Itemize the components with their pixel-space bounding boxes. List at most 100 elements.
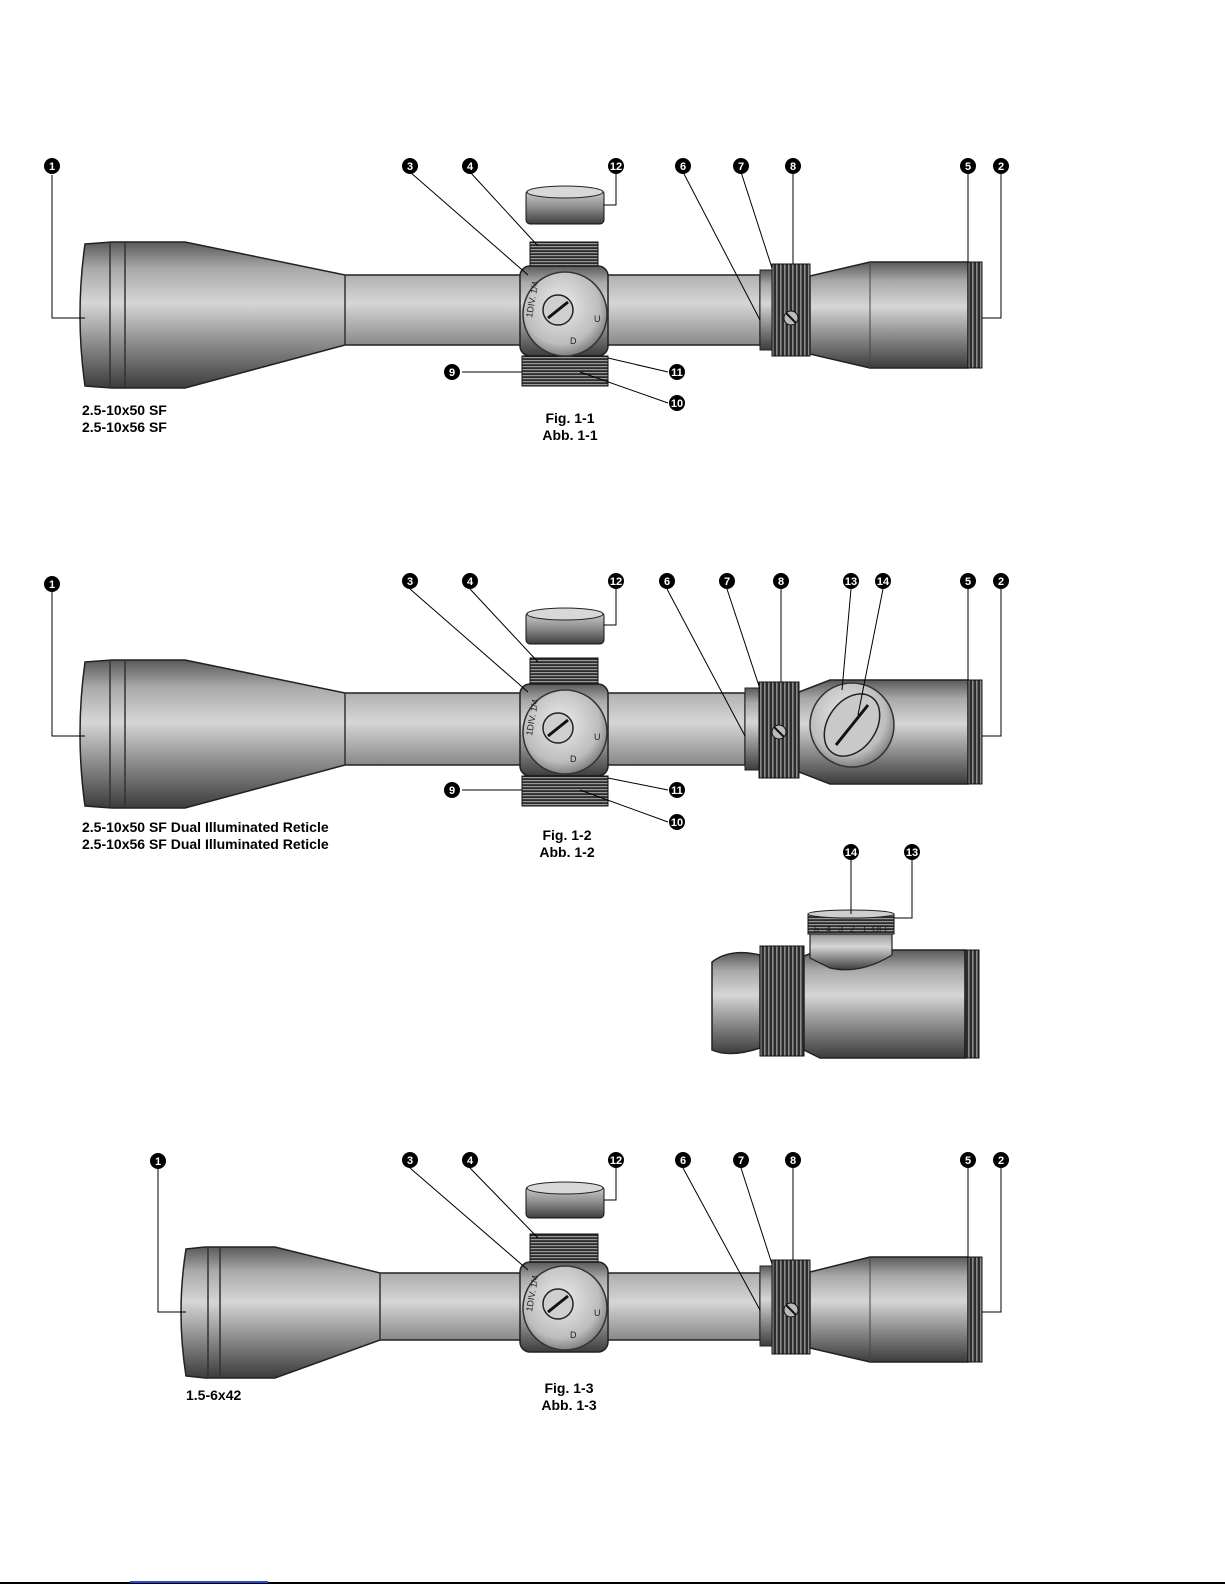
callout-14 — [843, 844, 859, 860]
model-label: 2.5-10x56 SF Dual Illuminated Reticle — [82, 836, 329, 852]
callout-10 — [669, 395, 685, 411]
callout-3 — [402, 573, 418, 589]
turret-down-mark: D — [570, 754, 577, 764]
callout-9 — [444, 782, 460, 798]
turret-up-mark: U — [594, 314, 601, 324]
callout-numbers: 1 3 4 12 6 7 8 5 2 — [155, 1155, 1004, 1168]
dial-mark: 5 — [814, 924, 819, 934]
callout-3 — [402, 1152, 418, 1168]
scope-body — [79, 607, 983, 809]
callout-2-label: 2 — [998, 161, 1004, 173]
callout-10 — [669, 814, 685, 830]
dial-marks: 5 4 3 2 1 OFF — [814, 924, 890, 934]
callout-3-label: 3 — [407, 1155, 413, 1167]
callout-5-label: 5 — [965, 576, 971, 588]
figure-caption: Fig. 1-2 — [542, 827, 591, 843]
turret-up-mark: U — [594, 732, 601, 742]
figure-caption: Fig. 1-1 — [545, 410, 594, 426]
callout-11 — [669, 782, 685, 798]
callout-4 — [462, 158, 478, 174]
callout-6 — [675, 158, 691, 174]
leader-lines — [51, 588, 1002, 823]
callout-markers — [150, 1152, 1009, 1169]
callout-3-label: 3 — [407, 161, 413, 173]
figure-caption: Abb. 1-2 — [539, 844, 594, 860]
callout-7 — [733, 1152, 749, 1168]
callout-13-label: 13 — [845, 576, 857, 588]
illumination-dial-detail: 5 4 3 2 1 OFF 14 13 — [711, 844, 980, 1059]
callout-9-label: 9 — [449, 785, 455, 797]
figure-caption: Abb. 1-3 — [541, 1397, 596, 1413]
callout-6-label: 6 — [664, 576, 670, 588]
callout-13-label: 13 — [906, 847, 918, 859]
callout-1-label: 1 — [49, 579, 55, 591]
callout-7-label: 7 — [724, 576, 730, 588]
callout-12-label: 12 — [610, 576, 622, 588]
callout-6 — [659, 573, 675, 589]
leader-lines — [157, 1167, 1002, 1313]
callout-5 — [960, 573, 976, 589]
callout-4-label: 4 — [467, 1155, 474, 1167]
model-label: 2.5-10x56 SF — [82, 419, 167, 435]
callout-markers — [44, 573, 1009, 830]
callout-5-label: 5 — [965, 1155, 971, 1167]
callout-1 — [150, 1153, 166, 1169]
callout-12-label: 12 — [610, 1155, 622, 1167]
leader-lines — [51, 171, 1002, 404]
callout-11-label: 11 — [671, 367, 683, 379]
callout-2 — [993, 573, 1009, 589]
callout-12 — [608, 158, 624, 174]
turret-down-mark: D — [570, 336, 577, 346]
dial-mark: 3 — [838, 924, 843, 934]
callout-13 — [904, 844, 920, 860]
callout-12 — [608, 1152, 624, 1168]
callout-4 — [462, 1152, 478, 1168]
figure-1-2: 1DIV. 1/4 D U — [44, 573, 1009, 860]
figure-caption: Fig. 1-3 — [544, 1380, 593, 1396]
dial-mark: 2 — [850, 924, 855, 934]
callout-6 — [675, 1152, 691, 1168]
callout-1 — [44, 576, 60, 592]
callout-8 — [785, 1152, 801, 1168]
callout-5 — [960, 1152, 976, 1168]
callout-8-label: 8 — [790, 161, 796, 173]
callout-1-label: 1 — [49, 161, 55, 173]
callout-numbers: 1 3 4 12 6 7 8 13 14 5 2 9 11 10 — [49, 576, 1004, 829]
leader-lines — [850, 860, 913, 919]
page-link-underline[interactable] — [130, 1581, 268, 1583]
callout-10-label: 10 — [671, 817, 683, 829]
callout-7 — [733, 158, 749, 174]
callout-2 — [993, 158, 1009, 174]
callout-6-label: 6 — [680, 161, 686, 173]
model-label: 2.5-10x50 SF — [82, 402, 167, 418]
model-label: 1.5-6x42 — [186, 1387, 241, 1403]
dial-mark: 1 — [862, 924, 867, 934]
callout-10-label: 10 — [671, 398, 683, 410]
turret-down-mark: D — [570, 1330, 577, 1340]
callout-11-label: 11 — [671, 785, 683, 797]
callout-11 — [669, 364, 685, 380]
callout-1-label: 1 — [155, 1156, 161, 1168]
callout-8 — [785, 158, 801, 174]
callout-3-label: 3 — [407, 576, 413, 588]
page-bottom-rule — [0, 1582, 1225, 1584]
callout-2 — [993, 1152, 1009, 1168]
scope-body — [180, 1181, 983, 1379]
callout-8-label: 8 — [778, 576, 784, 588]
scope-body — [79, 185, 983, 389]
callout-7-label: 7 — [738, 161, 744, 173]
model-label: 2.5-10x50 SF Dual Illuminated Reticle — [82, 819, 329, 835]
callout-14 — [875, 573, 891, 589]
callout-13 — [843, 573, 859, 589]
callout-9 — [444, 364, 460, 380]
callout-markers — [44, 158, 1009, 411]
callout-7 — [719, 573, 735, 589]
turret-up-mark: U — [594, 1308, 601, 1318]
callout-12 — [608, 573, 624, 589]
figure-1-3: 1DIV. 1/4 D U 1 3 4 — [150, 1152, 1009, 1413]
figure-1-1: 1DIV. 1/4 D U — [44, 158, 1009, 443]
callout-14-label: 14 — [845, 847, 858, 859]
callout-5 — [960, 158, 976, 174]
